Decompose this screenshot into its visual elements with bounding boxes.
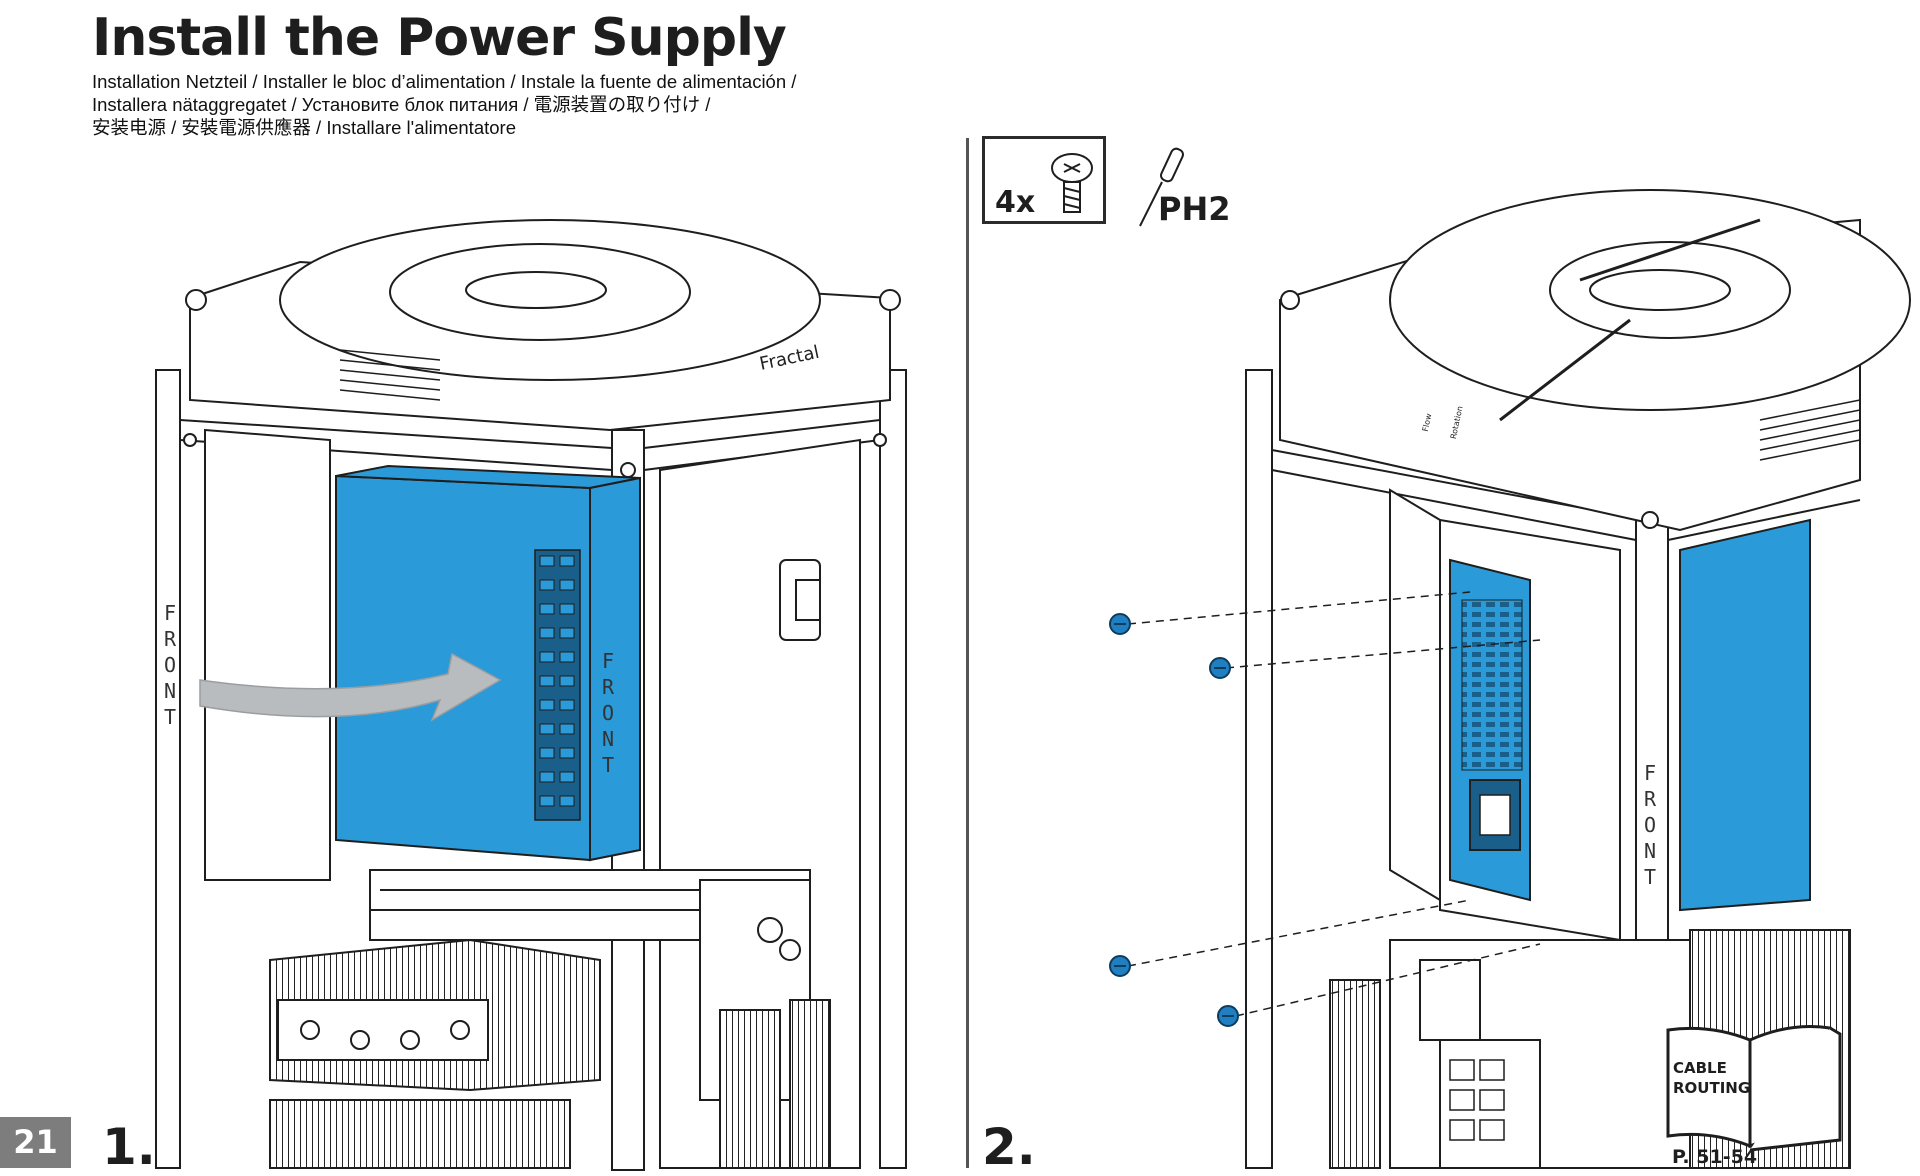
tool-label: PH2	[1158, 190, 1231, 228]
step1-illustration	[155, 219, 907, 1171]
page-title: Install the Power Supply	[92, 8, 787, 68]
insert-arrow	[199, 652, 502, 722]
subtitle-line: Installation Netzteil / Installer le blo…	[92, 71, 797, 92]
reference-pages: P. 51-54	[1672, 1146, 1758, 1168]
screw-guides	[1127, 591, 1541, 1017]
front-label: FRONT	[163, 601, 177, 729]
manual-book-icon	[1666, 1025, 1842, 1152]
step-divider	[966, 138, 969, 1168]
reference-line: ROUTING	[1673, 1079, 1751, 1097]
step-number: 1.	[102, 1118, 156, 1176]
step-number: 2.	[982, 1118, 1036, 1176]
step2-illustration	[1245, 189, 1911, 1169]
screw-icon	[1051, 153, 1093, 213]
frame-post-right	[879, 369, 907, 1169]
cable-routing-reference: CABLE ROUTING	[1673, 1058, 1750, 1098]
subtitle-line: 安装电源 / 安裝電源供應器 / Installare l'alimentato…	[92, 117, 516, 138]
screwdriver-icon	[1139, 147, 1184, 227]
psu-side	[1679, 518, 1811, 912]
screw-icon	[1109, 613, 1239, 1027]
screw-quantity: 4x	[995, 185, 1036, 220]
reference-line: CABLE	[1673, 1059, 1727, 1077]
page-number: 21	[0, 1117, 71, 1168]
frame-post-left	[155, 369, 181, 1169]
frame-post-left	[1245, 369, 1273, 1169]
front-label: FRONT	[601, 649, 615, 777]
front-label: FRONT	[1643, 761, 1657, 889]
subtitle-line: Installera nätaggregatet / Установите бл…	[92, 94, 711, 115]
hardware-kit-box: 4x	[982, 136, 1106, 224]
translated-subtitle: Installation Netzteil / Installer le blo…	[92, 70, 892, 139]
